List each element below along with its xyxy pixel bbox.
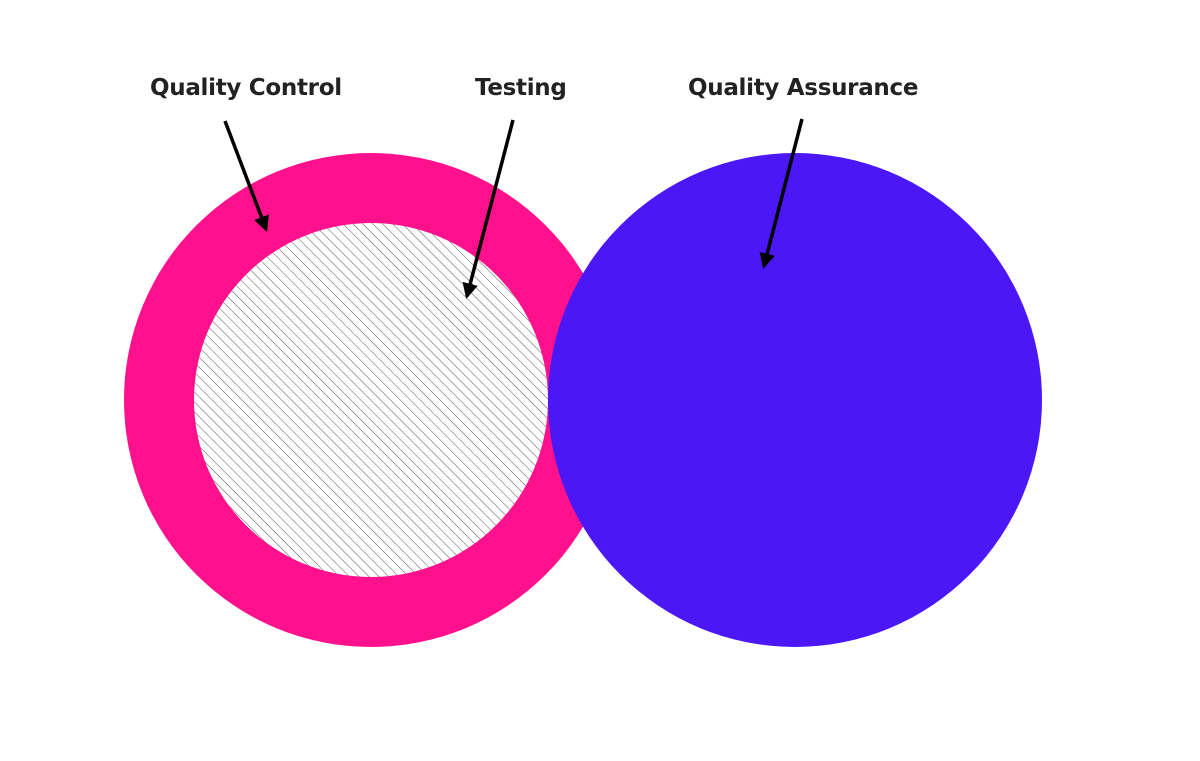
- quality-assurance-arrow: [759, 118, 804, 270]
- testing-arrow: [462, 119, 515, 300]
- quality-control-label: Quality Control: [150, 75, 342, 101]
- quality-assurance-circle: [548, 153, 1042, 647]
- quality-assurance-label: Quality Assurance: [688, 75, 918, 101]
- quality-control-arrow: [223, 120, 269, 232]
- testing-circle: [194, 223, 548, 577]
- testing-label: Testing: [475, 75, 567, 101]
